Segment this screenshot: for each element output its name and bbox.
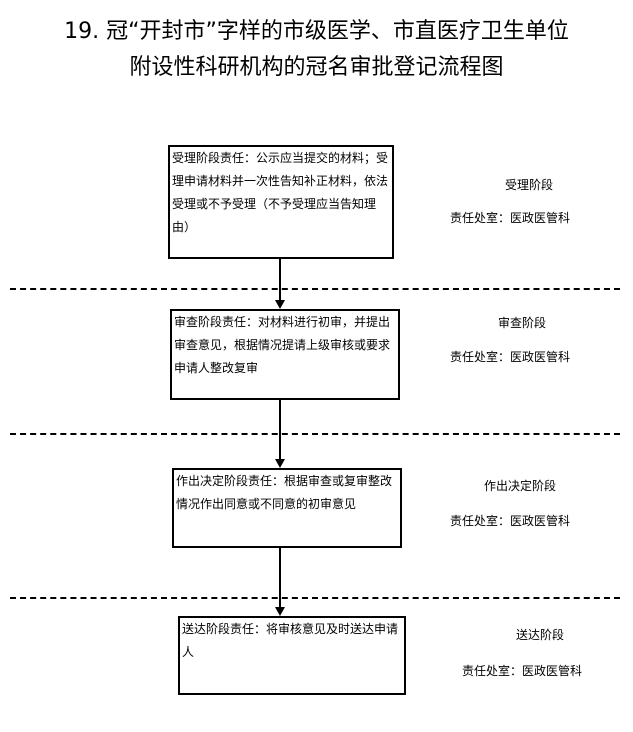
stage-dept-decision: 责任处室：医政医管科 <box>450 514 571 528</box>
stage-dept-delivery: 责任处室：医政医管科 <box>462 664 583 678</box>
stage-label-review: 审查阶段 <box>498 316 547 330</box>
stage-divider <box>10 288 620 290</box>
flow-arrow <box>275 259 285 309</box>
stage-box-delivery: 送达阶段责任：将审核意见及时送达申请人 <box>178 616 406 695</box>
stage-divider <box>10 433 620 435</box>
title-line-1: 19. 冠“开封市”字样的市级医学、市直医疗卫生单位 <box>64 19 569 44</box>
stage-divider <box>10 597 620 599</box>
stage-dept-accept: 责任处室：医政医管科 <box>450 211 571 225</box>
stage-dept-review: 责任处室：医政医管科 <box>450 350 571 364</box>
stage-label-decision: 作出决定阶段 <box>484 479 557 493</box>
stage-box-review: 审查阶段责任：对材料进行初审，并提出审查意见，根据情况提请上级审核或要求申请人整… <box>170 309 400 400</box>
flow-arrow <box>275 548 285 616</box>
stage-label-delivery: 送达阶段 <box>516 628 565 642</box>
stage-box-decision: 作出决定阶段责任：根据审查或复审整改情况作出同意或不同意的初审意见 <box>172 468 402 548</box>
stage-label-accept: 受理阶段 <box>505 178 554 192</box>
title-line-2: 附设性科研机构的冠名审批登记流程图 <box>129 55 504 80</box>
stage-box-accept: 受理阶段责任：公示应当提交的材料；受理申请材料并一次性告知补正材料，依法受理或不… <box>168 145 394 259</box>
